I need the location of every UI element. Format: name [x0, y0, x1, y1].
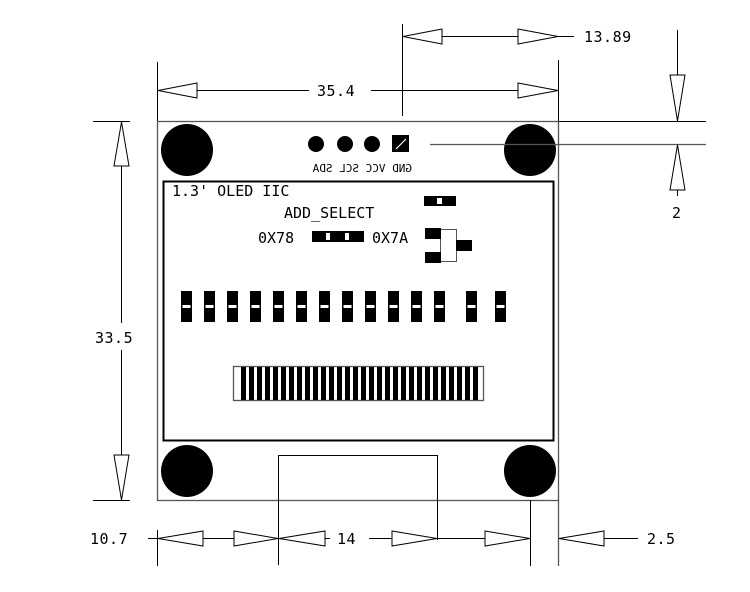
- smd-component: [342, 291, 353, 322]
- smd-component: [466, 291, 477, 322]
- ribbon-cable: [278, 455, 438, 565]
- pcb-board: [156, 120, 560, 502]
- dimension-label-board-height: 33.5: [95, 329, 133, 347]
- dimension-label-pin-margin: 2: [672, 204, 682, 222]
- fpc-pin: [465, 367, 470, 400]
- fpc-pin: [385, 367, 390, 400]
- mount-hole-top-left: [161, 124, 213, 176]
- module-name-label: 1.3' OLED IIC: [172, 182, 289, 200]
- pin-gnd-pad-square: [392, 135, 409, 152]
- fpc-pin: [297, 367, 302, 400]
- fpc-pin: [313, 367, 318, 400]
- fpc-pin: [393, 367, 398, 400]
- fpc-pin: [257, 367, 262, 400]
- fpc-pin: [249, 367, 254, 400]
- fpc-pin: [433, 367, 438, 400]
- fpc-pin: [409, 367, 414, 400]
- pin-scl-pad: [337, 136, 353, 152]
- pin-header: GND VCC SCL SDA: [308, 135, 412, 175]
- dimension-label-pin-offset: 13.89: [584, 28, 632, 46]
- address-jumper: [312, 231, 364, 242]
- dimension-bottom-row: 10.7 14 2.5: [90, 500, 676, 566]
- fpc-pin: [361, 367, 366, 400]
- fpc-connector: [232, 365, 485, 402]
- mount-hole-top-right: [504, 124, 556, 176]
- fpc-pin: [321, 367, 326, 400]
- smd-component: [319, 291, 330, 322]
- fpc-pin: [377, 367, 382, 400]
- addr-0x7a-label: 0X7A: [372, 229, 408, 247]
- fpc-pin: [417, 367, 422, 400]
- dimension-label-board-width: 35.4: [317, 82, 355, 100]
- smd-transistor: [425, 228, 472, 263]
- board-outline: [156, 120, 560, 502]
- dimension-pin-header-offset: 13.89: [402, 24, 632, 116]
- smd-component: [204, 291, 215, 322]
- smd-component-row: [181, 291, 506, 322]
- pin-vcc-pad: [364, 136, 380, 152]
- smd-component: [495, 291, 506, 322]
- smd-component: [250, 291, 261, 322]
- fpc-pin: [401, 367, 406, 400]
- smd-component: [181, 291, 192, 322]
- fpc-pin: [457, 367, 462, 400]
- dimension-label-ribbon-width: 14: [337, 530, 356, 548]
- fpc-pin: [273, 367, 278, 400]
- dimension-pin-top-margin: 2: [430, 30, 706, 222]
- mount-holes: [161, 124, 556, 497]
- smd-component: [227, 291, 238, 322]
- fpc-pin: [241, 367, 246, 400]
- dimension-label-ribbon-left-offset: 10.7: [90, 530, 128, 548]
- smd-component: [388, 291, 399, 322]
- screen-outline: [162, 180, 555, 442]
- fpc-pin: [449, 367, 454, 400]
- fpc-connector-outline: [232, 365, 485, 402]
- add-select-label: ADD_SELECT: [284, 204, 374, 222]
- fpc-pin: [337, 367, 342, 400]
- pin1-marker: [395, 138, 407, 150]
- dimension-label-hole-edge-offset: 2.5: [647, 530, 676, 548]
- mount-hole-bottom-right: [504, 445, 556, 497]
- addr-0x78-label: 0X78: [258, 229, 294, 247]
- smd-component: [365, 291, 376, 322]
- dimension-board-width: 35.4: [157, 60, 559, 121]
- smd-component: [411, 291, 422, 322]
- fpc-pin: [441, 367, 446, 400]
- pin-labels-mirrored: GND VCC SCL SDA: [312, 162, 412, 175]
- fpc-pin: [281, 367, 286, 400]
- smd-component: [296, 291, 307, 322]
- fpc-pin: [353, 367, 358, 400]
- ribbon-outline: [278, 455, 438, 565]
- fpc-pin: [305, 367, 310, 400]
- smd-component: [273, 291, 284, 322]
- fpc-pin: [289, 367, 294, 400]
- fpc-pin: [473, 367, 478, 400]
- fpc-pin: [265, 367, 270, 400]
- fpc-pin: [369, 367, 374, 400]
- smd-resistor-top: [424, 196, 456, 206]
- fpc-pin: [345, 367, 350, 400]
- dimension-board-height: 33.5: [93, 121, 133, 501]
- mount-hole-bottom-left: [161, 445, 213, 497]
- fpc-pin: [329, 367, 334, 400]
- fpc-pin: [425, 367, 430, 400]
- pin-sda-pad: [308, 136, 324, 152]
- smd-component: [434, 291, 445, 322]
